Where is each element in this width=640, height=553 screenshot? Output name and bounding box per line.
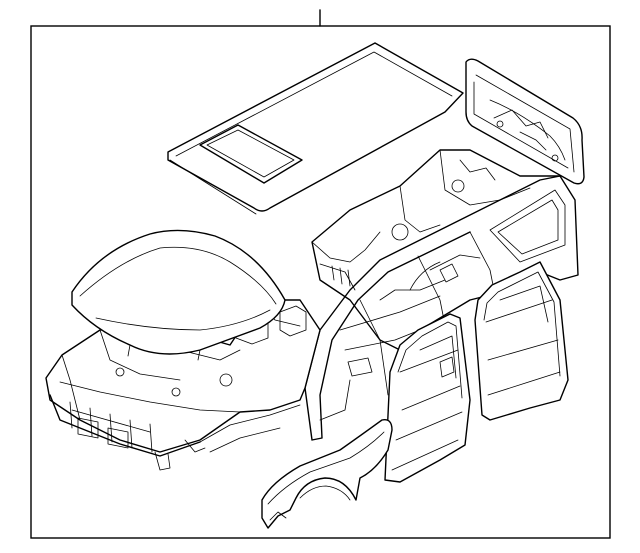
sunroof-opening [199, 124, 303, 184]
front-door [384, 313, 471, 483]
hood [71, 229, 286, 361]
rear-door [474, 261, 569, 421]
diagram-frame [30, 25, 611, 539]
liftgate [465, 58, 585, 185]
front-fender [261, 419, 393, 529]
roof-panel [167, 42, 464, 215]
